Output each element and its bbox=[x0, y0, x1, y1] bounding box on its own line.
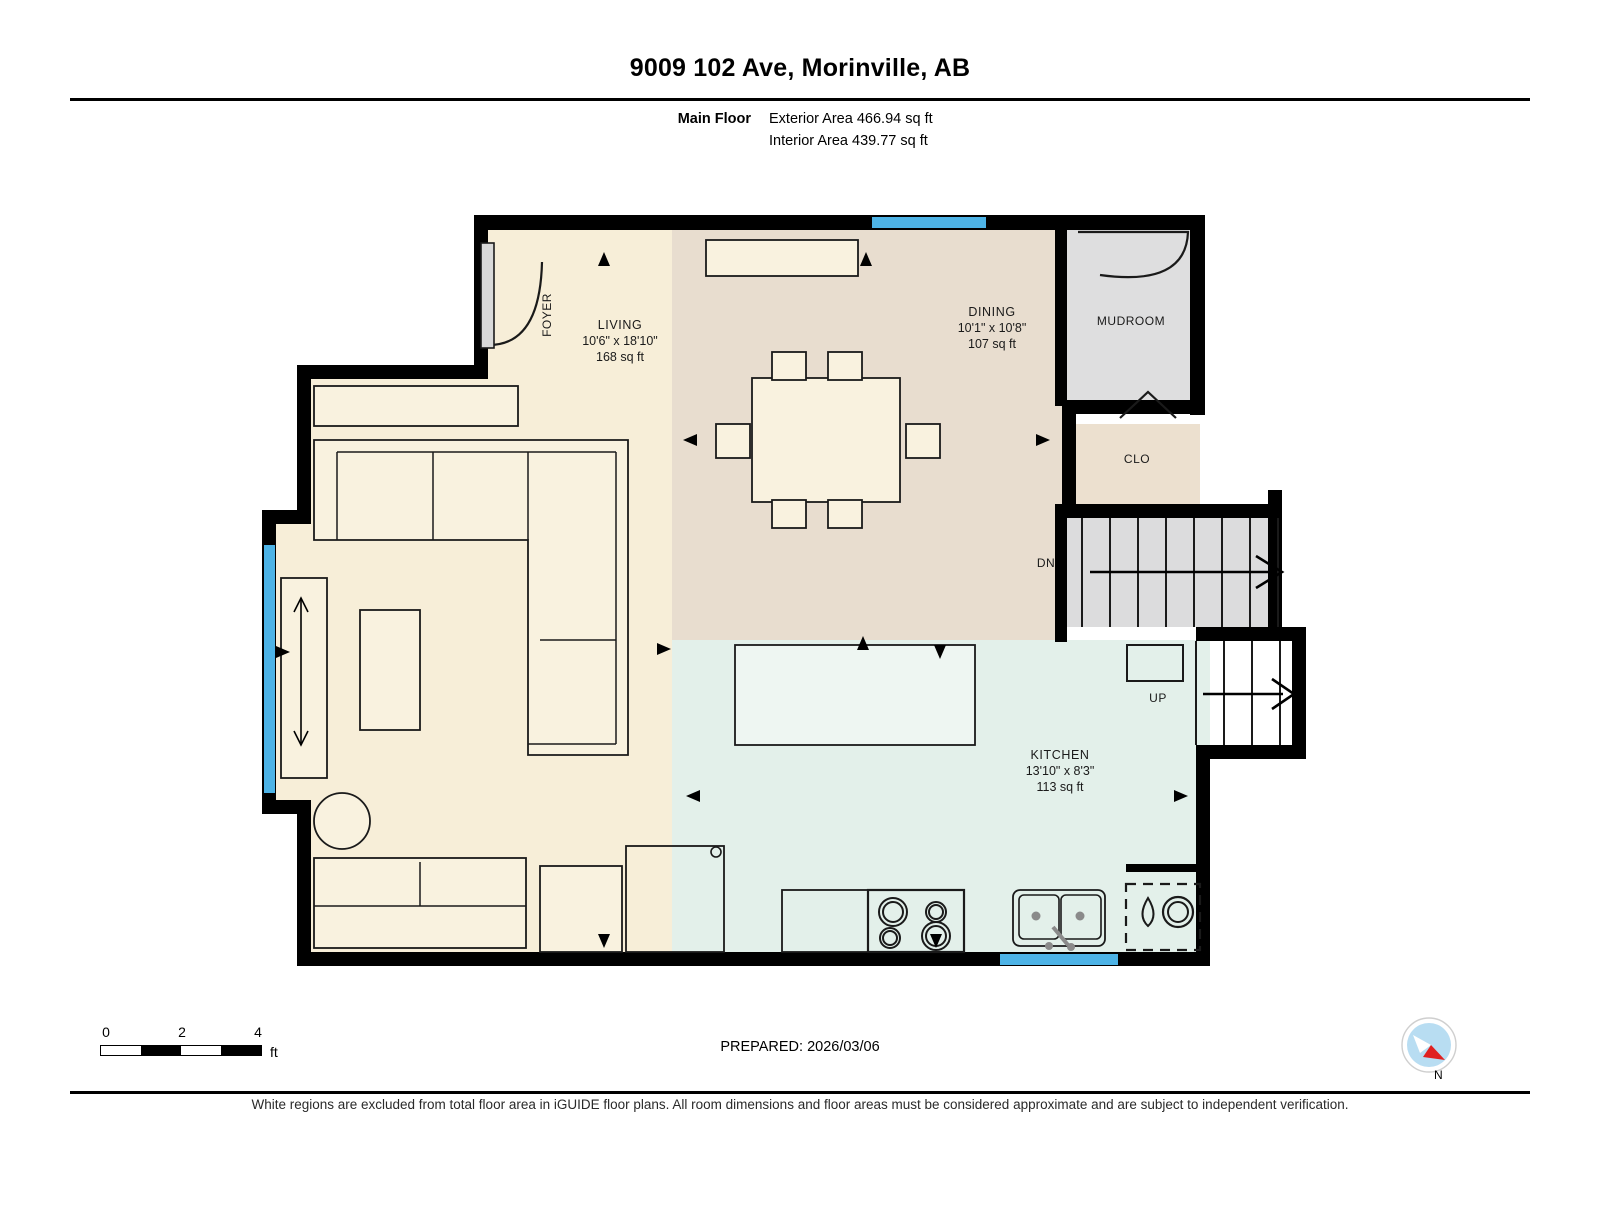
dining-chair bbox=[827, 351, 863, 381]
window-left bbox=[264, 545, 275, 793]
dining-table bbox=[751, 377, 901, 503]
room-area-living: 168 sq ft bbox=[596, 350, 644, 364]
dining-chair bbox=[827, 499, 863, 529]
window-top bbox=[872, 217, 986, 228]
room-label-closet: CLO bbox=[1124, 452, 1150, 466]
exterior-area-value: Exterior Area 466.94 sq ft bbox=[769, 111, 933, 127]
stairs-down-label: DN bbox=[1037, 556, 1055, 570]
scale-tick-labels: 0 2 4 bbox=[100, 1024, 300, 1042]
scale-tick-2: 4 bbox=[254, 1024, 262, 1040]
closet-door bbox=[1119, 390, 1177, 419]
range-cooktop bbox=[866, 888, 966, 954]
scale-segment bbox=[221, 1046, 261, 1055]
kitchen-furniture bbox=[625, 644, 1202, 954]
scale-tick-1: 2 bbox=[178, 1024, 186, 1040]
scale-unit-label: ft bbox=[270, 1044, 278, 1060]
dining-chair bbox=[715, 423, 751, 459]
scale-bar: 0 2 4 ft bbox=[100, 1024, 300, 1066]
stairs-down bbox=[1081, 518, 1285, 627]
room-dims-kitchen: 13'10" x 8'3" bbox=[1026, 764, 1095, 778]
scale-segment bbox=[141, 1046, 181, 1055]
refrigerator bbox=[1124, 882, 1202, 952]
compass-rose bbox=[1400, 1016, 1458, 1074]
dining-furniture bbox=[705, 239, 941, 529]
page-title: 9009 102 Ave, Morinville, AB bbox=[629, 54, 971, 82]
room-dims-dining: 10'1" x 10'8" bbox=[958, 321, 1027, 335]
closet-fill bbox=[1072, 424, 1200, 504]
faucet-icon bbox=[1051, 925, 1070, 947]
scale-tick-0: 0 bbox=[102, 1024, 110, 1040]
prepared-date: PREPARED: 2026/03/06 bbox=[720, 1039, 880, 1055]
room-area-kitchen: 113 sq ft bbox=[1036, 780, 1084, 794]
sectional-sofa bbox=[313, 439, 629, 756]
living-furniture bbox=[280, 385, 629, 953]
dining-chair bbox=[771, 499, 807, 529]
window-bottom bbox=[1000, 954, 1118, 965]
sideboard bbox=[705, 239, 859, 277]
floor-summary: Main Floor Exterior Area 466.94 sq ft Int… bbox=[0, 108, 1600, 152]
console-table bbox=[313, 385, 519, 427]
footer-divider bbox=[70, 1091, 1530, 1094]
dining-chair bbox=[771, 351, 807, 381]
scale-bar-graphic bbox=[100, 1045, 262, 1056]
room-area-dining: 107 sq ft bbox=[968, 337, 1016, 351]
dishwasher bbox=[625, 845, 725, 953]
room-labels: FOYER LIVING 10'6" x 18'10" 168 sq ft DI… bbox=[540, 293, 1167, 794]
sink-basin bbox=[1012, 889, 1106, 947]
kitchen-island bbox=[734, 644, 976, 746]
title-divider bbox=[70, 98, 1530, 101]
disclaimer-text: White regions are excluded from total fl… bbox=[251, 1097, 1349, 1112]
stairs-up-label: UP bbox=[1149, 691, 1167, 705]
room-label-dining: DINING bbox=[968, 305, 1015, 319]
side-cabinet bbox=[539, 865, 623, 953]
doors bbox=[480, 230, 1190, 419]
room-label-mudroom: MUDROOM bbox=[1097, 314, 1165, 328]
dining-chair bbox=[905, 423, 941, 459]
room-dims-living: 10'6" x 18'10" bbox=[582, 334, 658, 348]
view-arrows bbox=[276, 252, 1188, 948]
interior-area-value: Interior Area 439.77 sq ft bbox=[769, 133, 928, 149]
foyer-door-panel bbox=[480, 242, 495, 349]
kettle-icon bbox=[1141, 896, 1155, 928]
round-side-table bbox=[313, 792, 371, 850]
room-label-kitchen: KITCHEN bbox=[1030, 748, 1089, 762]
coffee-table bbox=[359, 609, 421, 731]
room-label-living: LIVING bbox=[598, 318, 643, 332]
room-fills bbox=[265, 228, 1282, 965]
compass-north-label: N bbox=[1434, 1068, 1443, 1082]
floor-label: Main Floor bbox=[677, 111, 751, 127]
window-bench bbox=[280, 577, 328, 779]
windows bbox=[264, 217, 1118, 965]
room-label-foyer: FOYER bbox=[540, 293, 554, 337]
mudroom-fill bbox=[1062, 228, 1200, 408]
stairs-up bbox=[1126, 641, 1297, 745]
mudroom-door-swing bbox=[1078, 230, 1190, 279]
